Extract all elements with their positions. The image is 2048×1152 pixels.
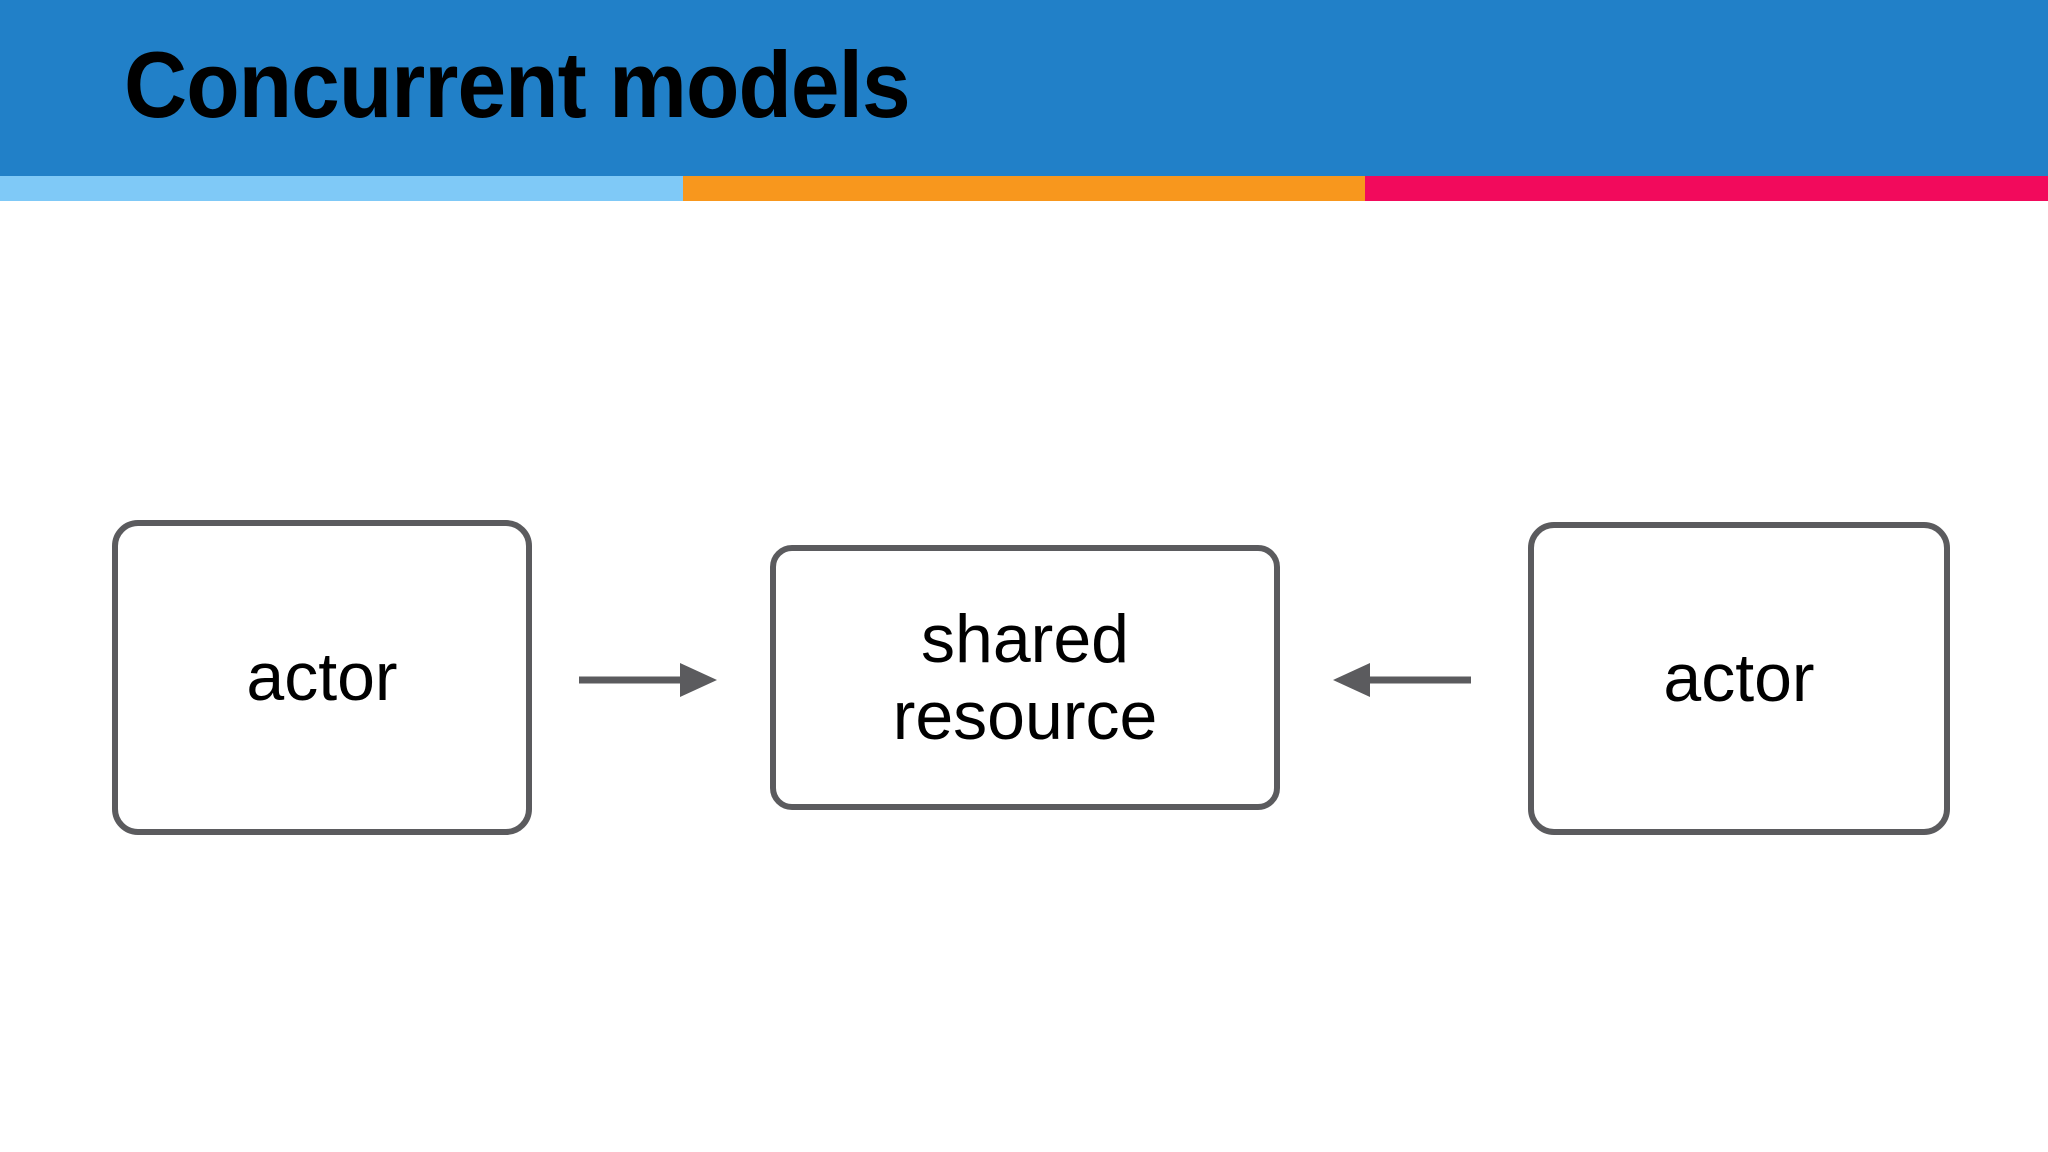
slide-header-band: Concurrent models xyxy=(0,0,2048,176)
node-actor-left-label: actor xyxy=(246,639,398,716)
node-actor-left[interactable]: actor xyxy=(112,520,532,835)
node-shared-resource[interactable]: shared resource xyxy=(770,545,1280,810)
arrowhead-left-icon xyxy=(1333,663,1370,697)
accent-segment-orange xyxy=(683,176,1365,201)
accent-segment-light-blue xyxy=(0,176,683,201)
node-actor-right-label: actor xyxy=(1663,640,1815,717)
arrow-actor-left-to-shared-resource xyxy=(579,663,717,697)
accent-rule xyxy=(0,176,2048,201)
node-shared-resource-label: shared resource xyxy=(892,601,1158,754)
concurrent-models-diagram: actor shared resource actor xyxy=(0,201,2048,1152)
arrow-actor-right-to-shared-resource xyxy=(1333,663,1471,697)
page-title: Concurrent models xyxy=(124,32,911,137)
node-actor-right[interactable]: actor xyxy=(1528,522,1950,835)
arrowhead-right-icon xyxy=(680,663,717,697)
accent-segment-pink xyxy=(1365,176,2048,201)
